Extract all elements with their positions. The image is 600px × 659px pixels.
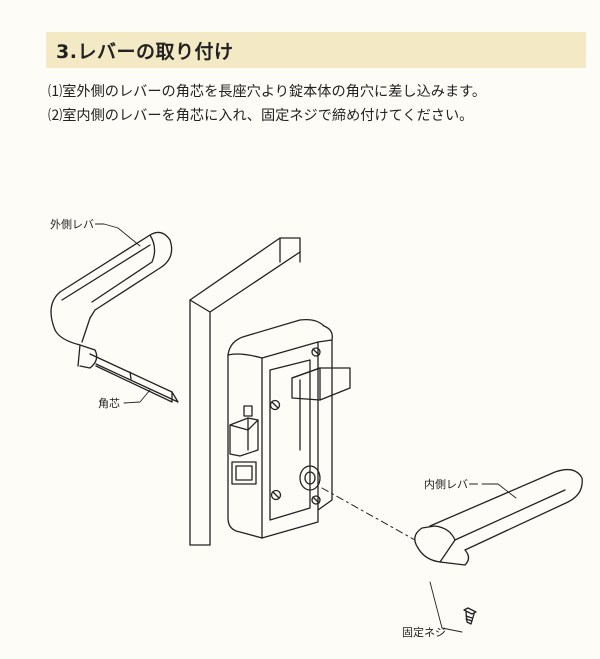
section-header: 3.レバーの取り付け — [46, 32, 586, 68]
set-screw-label: 固定ネジ — [402, 625, 446, 639]
set-screw — [463, 607, 477, 625]
outer-lever — [50, 231, 173, 369]
step-1: ⑴室外側のレバーの角芯を長座穴より錠本体の角穴に差し込みます。 — [48, 84, 487, 100]
inner-lever-label: 内側レバー — [424, 477, 479, 491]
lock-body — [227, 318, 351, 539]
spindle-leader — [123, 389, 151, 404]
spindle-label: 角芯 — [98, 396, 120, 410]
door-frame — [189, 237, 301, 546]
alignment-dashed-line — [321, 487, 416, 541]
section-title: 3.レバーの取り付け — [56, 40, 234, 63]
outer-lever-label: 外側レバー — [50, 218, 105, 231]
outer-lever-leader — [103, 223, 141, 247]
step-2: ⑵室内側のレバーを角芯に入れ、固定ネジで締め付けてください。 — [48, 108, 474, 124]
set-screw-leader — [429, 581, 463, 633]
square-spindle — [89, 353, 179, 403]
instruction-steps: ⑴室外側のレバーの角芯を長座穴より錠本体の角穴に差し込みます。 ⑵室内側のレバー… — [48, 80, 593, 128]
inner-lever-leader — [481, 483, 517, 499]
inner-lever — [414, 468, 583, 566]
